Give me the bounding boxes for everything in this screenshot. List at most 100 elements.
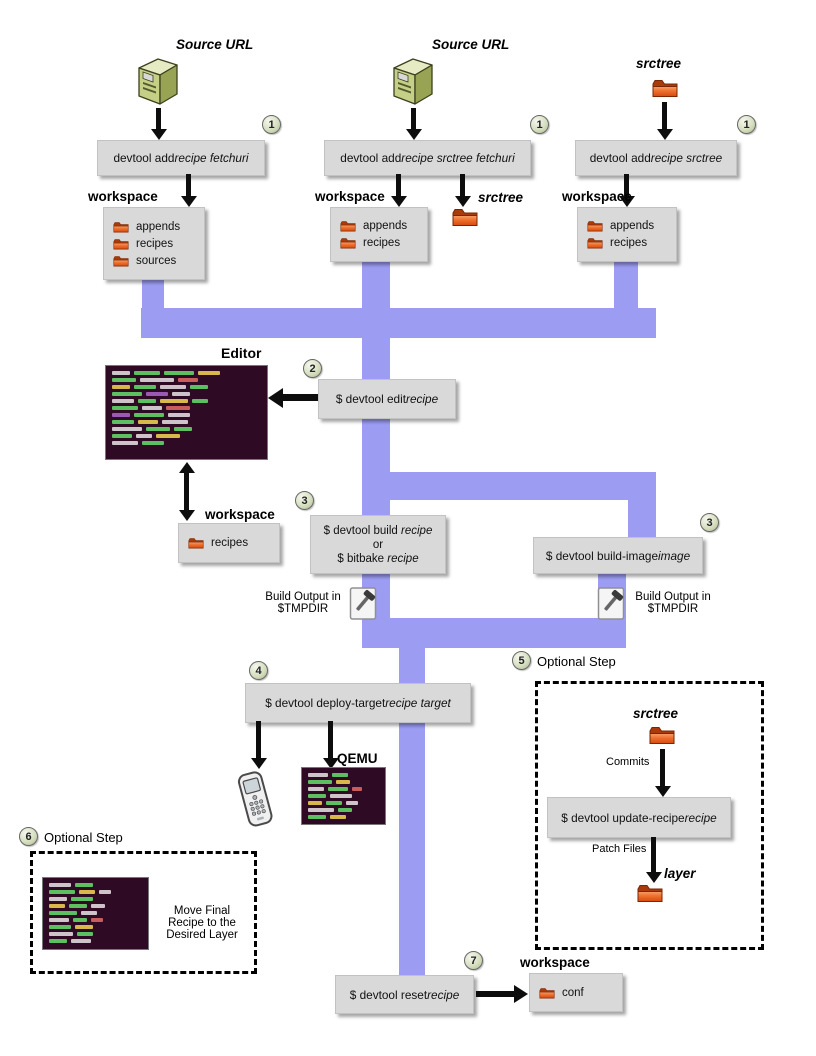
srctree-label: srctree: [633, 706, 679, 721]
folder-icon: [637, 885, 663, 902]
workspace-folder-row: conf: [539, 987, 613, 999]
srctree-label: srctree: [636, 56, 682, 71]
folder-icon: [340, 238, 356, 249]
connector-pipe: [141, 308, 656, 338]
server-icon: [393, 58, 433, 105]
folder-icon: [649, 727, 675, 744]
build-output-label: Build Output in $TMPDIR: [265, 591, 341, 615]
source-url-label: Source URL: [432, 37, 510, 52]
arrow-down: [328, 721, 333, 758]
folder-label: sources: [136, 254, 177, 267]
workspace-folder-row: appends: [113, 221, 195, 233]
arrow-down: [660, 749, 665, 786]
build-or-label: or: [372, 538, 384, 551]
command-variable: recipe: [684, 810, 717, 825]
command-variable: recipe: [406, 392, 439, 406]
arrow-left: [283, 394, 318, 401]
folder-icon: [113, 255, 129, 266]
workspace-folder-row: appends: [587, 220, 667, 232]
devtool-edit-box: $ devtool edit recipe: [318, 379, 456, 419]
qemu-terminal-screenshot: [301, 767, 386, 825]
folder-label: appends: [136, 220, 181, 233]
devtool-build-box: $ devtool build recipe or $ bitbake reci…: [310, 515, 446, 574]
command-variable: recipe fetchuri: [174, 151, 249, 165]
workspace-folder-row: recipes: [188, 537, 270, 549]
connector-pipe: [376, 472, 656, 500]
folder-label: appends: [610, 220, 655, 232]
folder-icon: [587, 221, 603, 232]
step-badge-6: 6: [19, 827, 38, 846]
command-variable: recipe srctree: [650, 151, 723, 165]
folder-label: appends: [363, 220, 408, 232]
optional-step-label: Optional Step: [44, 830, 123, 845]
workspace-label: workspace: [88, 189, 158, 204]
arrow-down: [186, 174, 191, 196]
connector-pipe: [614, 260, 638, 312]
patch-files-label: Patch Files: [592, 843, 647, 855]
step-badge-7: 7: [464, 951, 483, 970]
workspace-box: recipes: [178, 523, 280, 563]
devtool-reset-box: $ devtool reset recipe: [335, 975, 474, 1014]
step-badge-5: 5: [512, 651, 531, 670]
devtool-add-srctree-box: devtool add recipe srctree: [575, 140, 737, 176]
editor-terminal-screenshot: [105, 365, 268, 460]
workspace-label: workspace: [315, 189, 385, 204]
folder-label: recipes: [211, 537, 249, 549]
folder-icon: [652, 80, 678, 97]
folder-label: conf: [562, 986, 584, 999]
folder-label: recipes: [610, 237, 648, 249]
arrow-down: [624, 174, 629, 196]
server-icon: [138, 58, 178, 105]
move-recipe-note: Move Final Recipe to the Desired Layer: [166, 905, 238, 941]
workspace-box: appends recipes: [330, 207, 428, 262]
folder-icon: [188, 538, 204, 549]
command-text: devtool add: [340, 151, 402, 165]
folder-icon: [539, 987, 555, 998]
folder-label: recipes: [363, 237, 401, 249]
qemu-label: QEMU: [337, 751, 378, 766]
command-variable: recipe srctree fetchuri: [401, 151, 515, 165]
build-output-icon: [597, 587, 625, 620]
workspace-folder-row: sources: [113, 255, 195, 267]
workspace-box: appends recipes sources: [103, 207, 205, 280]
connector-pipe: [142, 278, 164, 314]
folder-icon: [340, 221, 356, 232]
workspace-folder-row: appends: [340, 220, 418, 232]
workspace-folder-row: recipes: [340, 237, 418, 249]
srctree-label: srctree: [478, 190, 524, 205]
move-recipe-terminal-screenshot: [42, 877, 149, 950]
step-badge-4: 4: [249, 661, 268, 680]
step-badge-3: 3: [295, 491, 314, 510]
devtool-deploy-target-box: $ devtool deploy-target recipe target: [245, 683, 471, 723]
step-badge-1: 1: [262, 115, 281, 134]
command-text: $ devtool deploy-target: [265, 696, 386, 710]
devtool-add-fetchuri-box: devtool add recipe fetchuri: [97, 140, 265, 176]
optional-step-box: [535, 681, 764, 950]
build-output-icon: [349, 587, 377, 620]
folder-icon: [113, 221, 129, 232]
arrow-down: [460, 174, 465, 196]
editor-label: Editor: [221, 345, 262, 361]
optional-step-label: Optional Step: [537, 654, 616, 669]
step-badge-1: 1: [737, 115, 756, 134]
connector-pipe: [628, 472, 656, 540]
workspace-folder-row: recipes: [587, 237, 667, 249]
devtool-update-recipe-box: $ devtool update-recipe recipe: [547, 797, 731, 838]
folder-label: recipes: [136, 237, 174, 250]
phone-icon: [236, 769, 275, 828]
workspace-label: workspace: [205, 507, 275, 522]
step-badge-3: 3: [700, 513, 719, 532]
workspace-box: appends recipes: [577, 207, 677, 262]
devtool-add-srctree-fetchuri-box: devtool add recipe srctree fetchuri: [324, 140, 531, 176]
folder-icon: [113, 238, 129, 249]
connector-pipe: [362, 260, 390, 312]
devtool-build-image-box: $ devtool build-image image: [533, 537, 703, 574]
arrow-down: [396, 174, 401, 196]
command-text: devtool add: [589, 151, 651, 165]
command-text: $ devtool reset: [349, 987, 428, 1002]
command-text: devtool add: [113, 151, 175, 165]
build-line-1: $ devtool build recipe: [323, 524, 433, 537]
arrow-right: [476, 991, 514, 997]
arrow-down: [156, 108, 161, 129]
